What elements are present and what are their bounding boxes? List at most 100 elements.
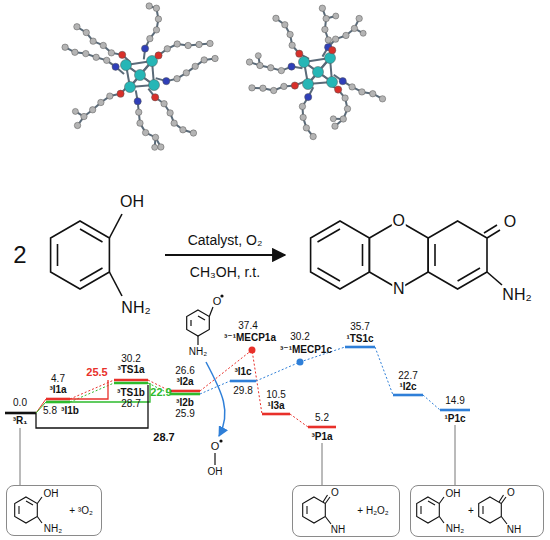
cluster-atom [93, 54, 99, 60]
cluster-atom [305, 93, 312, 100]
cluster-atom [313, 67, 324, 78]
cluster-atom [74, 122, 80, 128]
cluster-atom [192, 63, 198, 69]
energy-diagram [5, 294, 470, 485]
cluster-atom [190, 130, 196, 136]
cluster-atom [81, 113, 87, 119]
cluster-atom [278, 67, 284, 73]
cluster-atom [343, 32, 349, 38]
energy-label: ³⁻¹MECP1a [224, 333, 276, 343]
energy-label: ³I2a [176, 377, 193, 387]
cluster-atom [260, 85, 266, 91]
cluster-atom [112, 63, 119, 70]
species-box: OHNH₂+ ³O₂ [6, 485, 102, 536]
cluster-atom [119, 51, 126, 58]
cluster-atom [332, 36, 338, 42]
energy-label: ³I1b [61, 406, 79, 416]
cluster-atom [90, 38, 96, 44]
energy-label: ¹TS1c [346, 334, 373, 344]
cluster-atom [299, 57, 310, 68]
atom-label: N [392, 280, 406, 298]
energy-label: 26.6 [175, 366, 194, 376]
cluster-atom [121, 60, 132, 71]
cluster-atom [72, 49, 78, 55]
cluster-atom [325, 53, 336, 64]
energy-label: 25.5 [86, 367, 107, 378]
atom-label: CH₃OH, r.t. [190, 265, 260, 279]
cluster-atom [325, 37, 331, 43]
cluster-atom [89, 107, 95, 113]
cluster-atom [246, 59, 252, 65]
reaction-arrow [165, 254, 285, 256]
energy-label: 14.9 [445, 396, 464, 406]
cluster-atom [342, 95, 348, 101]
cluster-atom [167, 110, 173, 116]
energy-label: O [213, 296, 222, 307]
energy-label: 29.8 [233, 386, 252, 396]
cluster-atom [201, 57, 207, 63]
cluster-atom [212, 55, 218, 61]
energy-label: ³P1a [311, 432, 332, 442]
energy-label: 5.2 [315, 413, 329, 423]
atom-label: NH₂ [502, 287, 531, 303]
cluster-atom [270, 87, 276, 93]
energy-label: ¹P1c [444, 414, 465, 424]
energy-label: ³I1a [49, 385, 66, 395]
cluster-atom [134, 98, 141, 105]
cluster-atom [323, 15, 329, 21]
cluster-atom [370, 91, 376, 97]
reactant-structure [51, 214, 122, 296]
cluster-atom [142, 129, 148, 135]
energy-label: 22.7 [398, 371, 417, 381]
species-text: NH₂ [446, 524, 464, 534]
cluster-atom [180, 127, 186, 133]
cluster-atom [141, 45, 148, 52]
atom-label: O [392, 212, 406, 230]
cluster-atom [289, 42, 295, 48]
cluster-atom [329, 47, 336, 54]
cluster-atom [137, 120, 143, 126]
cluster-atom [255, 53, 261, 59]
cluster-atom [332, 123, 338, 129]
cluster-atom [344, 106, 350, 112]
cluster-atom [146, 3, 152, 9]
energy-label: O [211, 441, 220, 452]
cluster-atom [83, 50, 89, 56]
cluster-atom [282, 22, 288, 28]
cluster-atom [349, 84, 355, 90]
cluster-atom [268, 65, 274, 71]
cluster-atom [155, 52, 162, 59]
cluster-atom [117, 90, 124, 97]
cluster-illustration [0, 0, 550, 170]
cluster-atom [339, 78, 346, 85]
energy-label: 5.8 [43, 406, 57, 416]
cluster-atom [299, 103, 305, 109]
cluster-atom [161, 101, 167, 107]
cluster-atom [287, 31, 293, 37]
cluster-atom [273, 15, 279, 21]
species-text: OH [44, 489, 59, 499]
energy-label: ³TS1b [117, 388, 145, 398]
energy-label: ¹I3a [267, 401, 284, 411]
species-text: NH [507, 525, 521, 535]
energy-label: ¹I2c [399, 382, 416, 392]
energy-label: NH₂ [189, 347, 207, 357]
cluster-atom [171, 120, 177, 126]
species-box: ONH+ H₂O₂ [292, 485, 400, 537]
cluster-atom [335, 86, 342, 93]
cluster-atom [291, 82, 298, 89]
cluster-atom [158, 144, 164, 150]
energy-label: 0.0 [13, 398, 27, 408]
energy-label: 28.7 [153, 432, 174, 443]
cluster-atom [62, 44, 68, 50]
cluster-atom [152, 94, 159, 101]
box-structures [15, 495, 507, 524]
cluster-atom [100, 42, 106, 48]
product-structure [311, 221, 502, 289]
cluster-atom [164, 46, 170, 52]
cluster-atom [379, 96, 385, 102]
energy-label: 37.4 [238, 321, 257, 331]
atom-label: NH₂ [121, 300, 150, 316]
cluster-atom [207, 40, 213, 46]
cluster-atom [288, 63, 295, 70]
